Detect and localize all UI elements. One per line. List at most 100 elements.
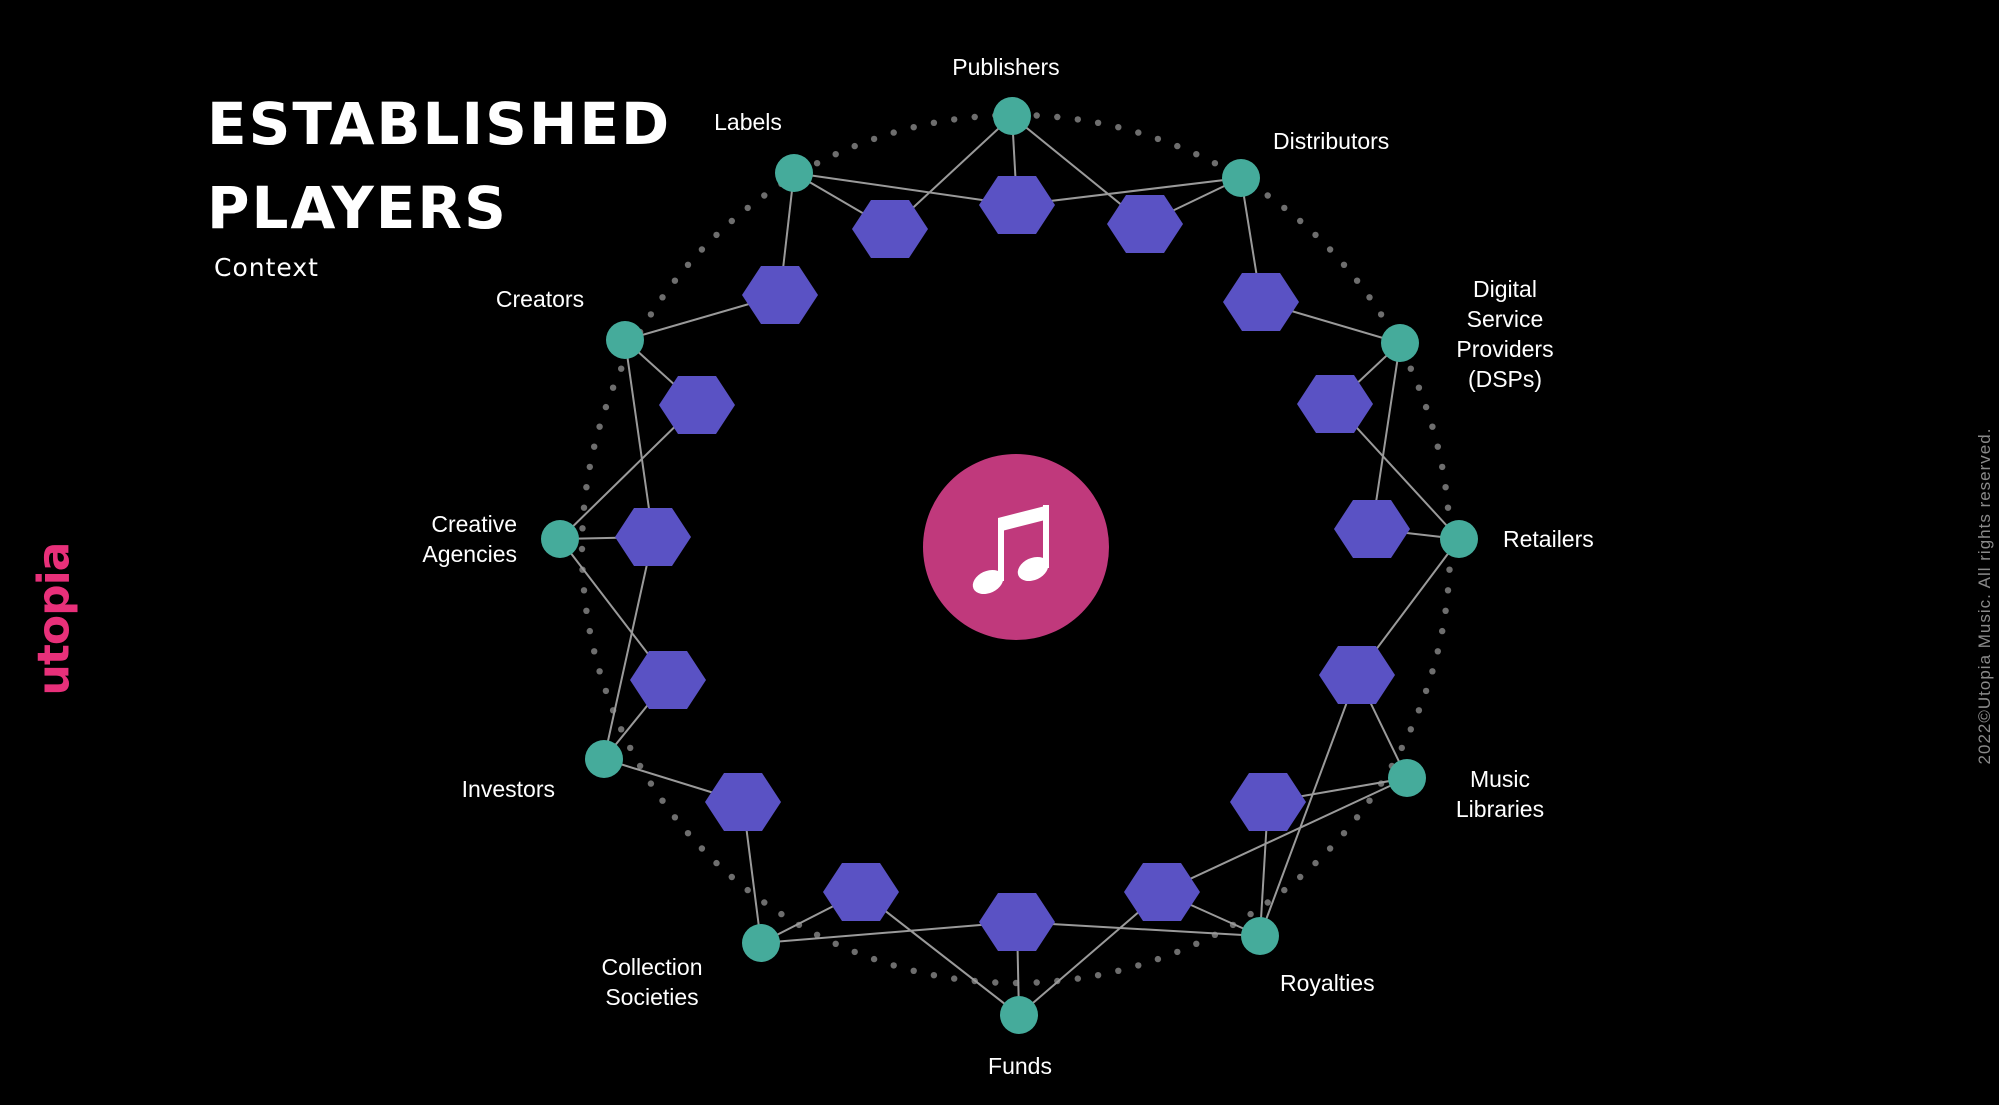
connection-line: [603, 536, 654, 760]
ring-dot: [1193, 151, 1200, 158]
ring-dot: [910, 967, 917, 974]
ring-dot: [890, 962, 897, 969]
ring-dot: [813, 160, 821, 167]
label-collection-societies: Collection Societies: [582, 952, 722, 1012]
ring-dot: [1415, 707, 1423, 714]
ring-dot: [580, 504, 588, 511]
label-distributors: Distributors: [1273, 126, 1389, 156]
label-line: Service: [1466, 306, 1544, 332]
center-circle: [923, 454, 1109, 640]
ring-dot: [586, 627, 593, 635]
ring-dot: [971, 113, 978, 121]
ring-dot: [602, 403, 610, 411]
ring-dot: [1439, 627, 1446, 635]
node-publishers: [993, 97, 1031, 135]
ring-dot: [1377, 311, 1385, 318]
label-line: Digital: [1473, 276, 1537, 302]
ring-dot: [1442, 607, 1449, 614]
ring-dot: [713, 859, 720, 867]
hexagon: [630, 651, 706, 709]
ring-dot: [671, 277, 679, 284]
ring-dot: [578, 545, 586, 553]
hexagon: [1107, 195, 1183, 253]
ring-dot: [778, 910, 785, 918]
ring-dot: [684, 261, 692, 268]
ring-dot: [1247, 910, 1254, 918]
ring-dot: [1340, 261, 1348, 268]
label-music-libraries: Music Libraries: [1440, 764, 1560, 824]
ring-dot: [1281, 204, 1288, 212]
ring-dot: [1398, 744, 1406, 752]
ring-dot: [1264, 192, 1271, 199]
ring-dot: [602, 687, 610, 695]
label-line: Distributors: [1273, 128, 1390, 154]
connection-line: [760, 921, 1018, 944]
label-line: Publishers: [952, 54, 1060, 80]
ring-dot: [1033, 979, 1040, 986]
ring-dot: [1154, 955, 1162, 963]
hexagon: [615, 508, 691, 566]
node-collection-societies: [742, 924, 780, 962]
ring-dot: [596, 423, 603, 430]
ring-dot: [1353, 814, 1361, 821]
ring-dot: [1312, 231, 1319, 239]
ring-dot: [1074, 116, 1082, 123]
ring-dot: [1434, 648, 1442, 655]
ring-dot: [1033, 112, 1040, 119]
ring-dot: [1353, 277, 1361, 284]
ring-dot: [870, 955, 878, 963]
label-line: Agencies: [422, 541, 517, 567]
hexagon: [1230, 773, 1306, 831]
hexagon: [979, 176, 1055, 234]
ring-dot: [1054, 113, 1061, 121]
label-publishers: Publishers: [946, 52, 1066, 82]
label-funds: Funds: [960, 1051, 1080, 1081]
ring-dot: [1446, 566, 1453, 573]
ring-dot: [1422, 403, 1430, 411]
ring-dot: [851, 142, 858, 150]
ring-dot: [713, 231, 720, 239]
connection-line: [1259, 674, 1358, 937]
label-royalties: Royalties: [1280, 968, 1375, 998]
ring-dot: [1407, 726, 1415, 733]
ring-dot: [618, 726, 625, 733]
ring-dot: [1444, 587, 1452, 594]
ring-dot: [1281, 886, 1288, 894]
hexagon: [1334, 500, 1410, 558]
hexagon: [742, 266, 818, 324]
ring-dot: [583, 607, 590, 614]
ring-dot: [1366, 797, 1373, 804]
ring-dot: [1193, 940, 1200, 947]
ring-dot: [930, 119, 938, 127]
label-creative-agencies: Creative Agencies: [380, 509, 517, 569]
label-line: Retailers: [1503, 526, 1594, 552]
node-royalties: [1241, 917, 1279, 955]
ring-dot: [659, 294, 666, 301]
ring-dot: [744, 204, 751, 212]
connection-line: [1016, 921, 1261, 937]
label-investors: Investors: [405, 774, 555, 804]
ring-dot: [659, 797, 666, 804]
connection-line: [1371, 342, 1401, 530]
ring-dot: [744, 886, 751, 894]
ring-dot: [1094, 972, 1102, 979]
ring-dot: [1442, 484, 1449, 491]
node-distributors: [1222, 159, 1260, 197]
ring-dot: [1434, 443, 1442, 450]
hexagon: [705, 773, 781, 831]
ring-dot: [591, 648, 598, 655]
ring-dot: [579, 525, 586, 532]
ring-dot: [586, 463, 593, 471]
label-line: Creators: [495, 286, 585, 312]
ring-dot: [636, 762, 644, 770]
label-line: Labels: [714, 109, 782, 135]
ring-dot: [951, 116, 958, 123]
ring-dot: [1422, 687, 1430, 695]
connection-line: [1016, 177, 1242, 206]
ring-dot: [1115, 124, 1122, 131]
ring-dot: [930, 972, 938, 979]
ring-dot: [761, 192, 768, 199]
hexagon: [852, 200, 928, 258]
hexagon: [659, 376, 735, 434]
